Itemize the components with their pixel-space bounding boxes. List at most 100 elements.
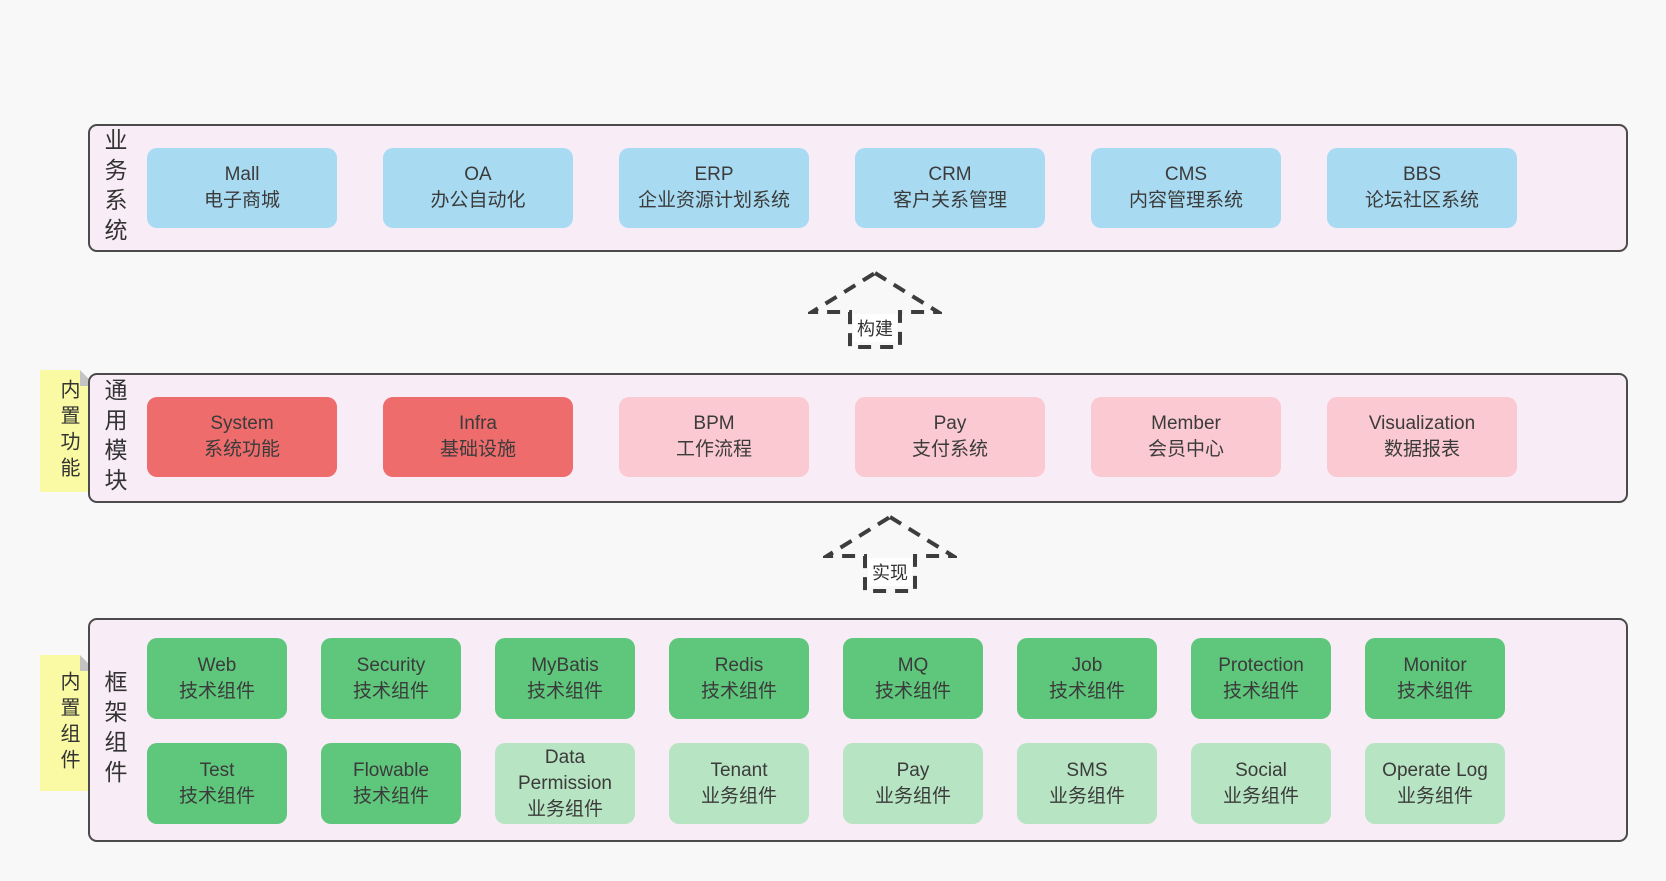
box-title: Test — [199, 759, 235, 781]
panel-business-systems: 业务系统 Mall 电子商城 OA 办公自动化 ERP 企业资源计划系统 CRM… — [88, 124, 1628, 252]
box-title: ERP — [694, 164, 734, 185]
panel-framework-components: 框架组件 Web 技术组件 Security 技术组件 MyBatis 技术组件… — [88, 618, 1628, 842]
panel-business-label: 业务系统 — [101, 128, 127, 248]
box-web: Web 技术组件 — [147, 638, 287, 719]
box-subtitle: 技术组件 — [352, 680, 429, 702]
box-title: BBS — [1402, 164, 1442, 185]
box-subtitle: 企业资源计划系统 — [637, 190, 790, 211]
box-pay-module: Pay 支付系统 — [855, 397, 1045, 477]
box-title: Security — [356, 654, 426, 676]
box-data-permission: Data Permission 业务组件 — [495, 743, 635, 824]
panel-components-label: 框架组件 — [101, 670, 127, 790]
box-subtitle: 业务组件 — [1222, 785, 1299, 807]
build-arrow-label: 构建 — [853, 314, 897, 342]
box-title: Monitor — [1403, 654, 1467, 676]
box-subtitle: 办公自动化 — [430, 190, 526, 211]
box-subtitle: 会员中心 — [1147, 439, 1224, 460]
box-title: SMS — [1066, 759, 1108, 781]
box-oa: OA 办公自动化 — [383, 148, 573, 228]
business-box-row: Mall 电子商城 OA 办公自动化 ERP 企业资源计划系统 CRM 客户关系… — [147, 148, 1517, 228]
box-subtitle: 技术组件 — [1396, 680, 1473, 702]
box-subtitle: 支付系统 — [911, 439, 988, 460]
implement-arrow-label: 实现 — [868, 558, 912, 586]
box-bbs: BBS 论坛社区系统 — [1327, 148, 1517, 228]
box-flowable: Flowable 技术组件 — [321, 743, 461, 824]
box-title: MQ — [897, 654, 929, 676]
box-subtitle: 技术组件 — [874, 680, 951, 702]
box-subtitle: 技术组件 — [1048, 680, 1125, 702]
implement-arrow-icon: 实现 — [823, 514, 957, 594]
box-title: Redis — [714, 654, 764, 676]
box-redis: Redis 技术组件 — [669, 638, 809, 719]
box-subtitle: 客户关系管理 — [892, 190, 1007, 211]
box-social: Social 业务组件 — [1191, 743, 1331, 824]
box-mybatis: MyBatis 技术组件 — [495, 638, 635, 719]
box-test: Test 技术组件 — [147, 743, 287, 824]
box-title: Member — [1151, 413, 1221, 434]
components-box-row-2: Test 技术组件 Flowable 技术组件 Data Permission … — [147, 743, 1505, 824]
box-subtitle: 技术组件 — [526, 680, 603, 702]
box-title: Pay — [933, 413, 967, 434]
box-subtitle: 论坛社区系统 — [1364, 190, 1479, 211]
box-subtitle: 技术组件 — [1222, 680, 1299, 702]
sticky-note-label: 内置组件 — [57, 671, 79, 775]
box-title: CMS — [1164, 164, 1208, 185]
box-title: CRM — [928, 164, 972, 185]
sticky-note-built-in-features: 内置功能 — [40, 370, 96, 492]
components-box-row-1: Web 技术组件 Security 技术组件 MyBatis 技术组件 Redi… — [147, 638, 1505, 719]
box-title: Tenant — [710, 759, 768, 781]
box-title: Pay — [896, 759, 930, 781]
panel-common-modules: 通用模块 System 系统功能 Infra 基础设施 BPM 工作流程 Pay… — [88, 373, 1628, 503]
box-bpm: BPM 工作流程 — [619, 397, 809, 477]
box-subtitle: 内容管理系统 — [1128, 190, 1243, 211]
box-crm: CRM 客户关系管理 — [855, 148, 1045, 228]
box-title: Operate Log — [1382, 759, 1488, 781]
box-title: Visualization — [1368, 413, 1476, 434]
sticky-note-label: 内置功能 — [57, 379, 79, 483]
box-system: System 系统功能 — [147, 397, 337, 477]
box-subtitle: 业务组件 — [874, 785, 951, 807]
box-subtitle: 技术组件 — [178, 680, 255, 702]
box-mall: Mall 电子商城 — [147, 148, 337, 228]
box-visualization: Visualization 数据报表 — [1327, 397, 1517, 477]
box-title: Job — [1071, 654, 1103, 676]
box-mq: MQ 技术组件 — [843, 638, 983, 719]
box-job: Job 技术组件 — [1017, 638, 1157, 719]
box-title: Flowable — [352, 759, 430, 781]
box-subtitle: 业务组件 — [1048, 785, 1125, 807]
box-cms: CMS 内容管理系统 — [1091, 148, 1281, 228]
box-infra: Infra 基础设施 — [383, 397, 573, 477]
box-subtitle: 技术组件 — [178, 785, 255, 807]
box-title: MyBatis — [531, 654, 599, 676]
box-subtitle: 基础设施 — [439, 439, 516, 460]
box-subtitle: 业务组件 — [700, 785, 777, 807]
box-subtitle: 业务组件 — [526, 798, 603, 820]
box-title: System — [210, 413, 274, 434]
box-monitor: Monitor 技术组件 — [1365, 638, 1505, 719]
box-subtitle: 工作流程 — [675, 439, 752, 460]
box-protection: Protection 技术组件 — [1191, 638, 1331, 719]
box-subtitle: 数据报表 — [1383, 439, 1460, 460]
panel-modules-label: 通用模块 — [101, 378, 127, 498]
box-subtitle: 技术组件 — [700, 680, 777, 702]
box-title: Data Permission — [518, 746, 612, 794]
box-pay-component: Pay 业务组件 — [843, 743, 983, 824]
box-sms: SMS 业务组件 — [1017, 743, 1157, 824]
box-title: Social — [1235, 759, 1287, 781]
box-member: Member 会员中心 — [1091, 397, 1281, 477]
box-title: Protection — [1218, 654, 1304, 676]
box-title: Infra — [458, 413, 498, 434]
box-security: Security 技术组件 — [321, 638, 461, 719]
box-title: BPM — [693, 413, 735, 434]
box-operate-log: Operate Log 业务组件 — [1365, 743, 1505, 824]
box-subtitle: 技术组件 — [352, 785, 429, 807]
box-title: Mall — [224, 164, 260, 185]
box-title: OA — [464, 164, 492, 185]
build-arrow-icon: 构建 — [808, 270, 942, 350]
modules-box-row: System 系统功能 Infra 基础设施 BPM 工作流程 Pay 支付系统… — [147, 397, 1517, 477]
box-subtitle: 业务组件 — [1396, 785, 1473, 807]
box-title: Web — [197, 654, 237, 676]
box-tenant: Tenant 业务组件 — [669, 743, 809, 824]
box-subtitle: 系统功能 — [203, 439, 280, 460]
